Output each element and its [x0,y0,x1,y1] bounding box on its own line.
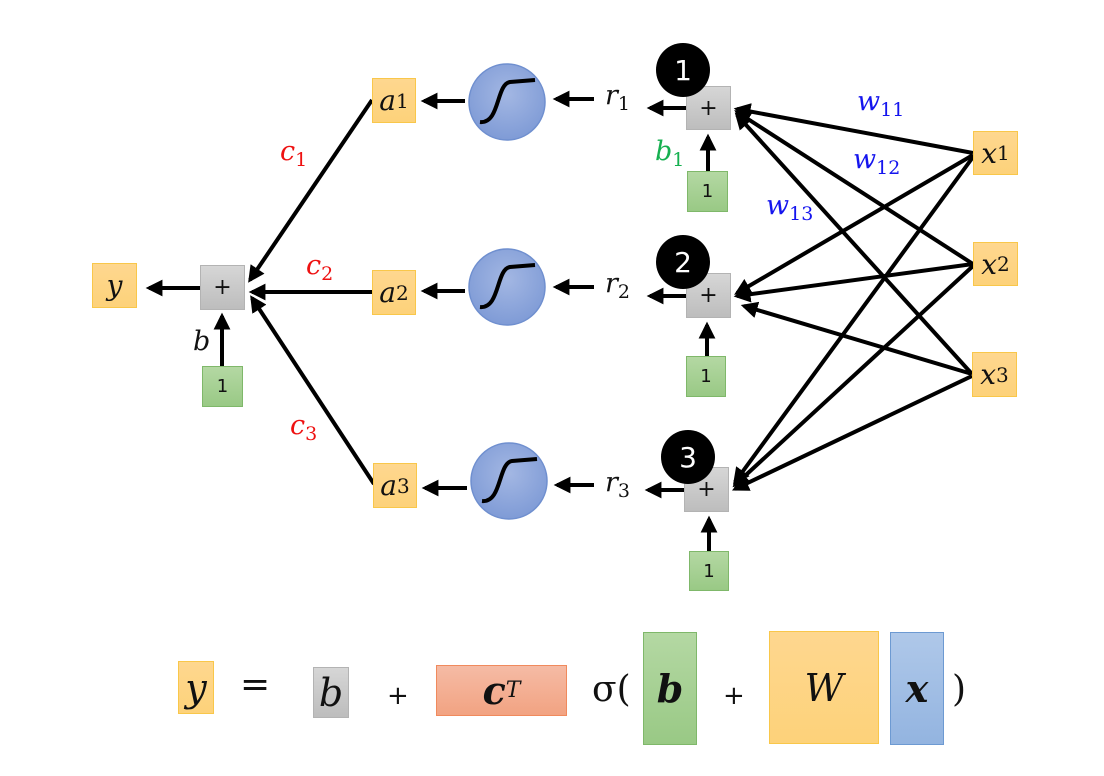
sum-r2-label: r2 [605,268,631,303]
equation-y-box: y [178,661,214,714]
output-bias-label: b [193,326,211,357]
weight-w13-label: w13 [766,190,814,225]
equation-x-vector-box: x [890,632,944,745]
edge-x2-to-sum2 [733,262,974,303]
edge-x2-to-sum1 [734,110,975,266]
sigmoid-icon [470,442,548,520]
hidden-sum-2-node: + [686,273,731,318]
output-sum-node: + [200,265,245,310]
weight-c1-label: c1 [280,136,308,171]
output-y-label: y [106,269,123,302]
edge-x3-to-sum1 [734,112,974,376]
hidden-bias-3-input: 1 [689,551,729,591]
equation-close-paren: ) [952,669,967,710]
weight-c3-label: c3 [290,410,318,445]
edge-x3-to-sum3 [731,374,973,491]
plus-symbol: + [213,275,232,300]
sigmoid-icon [468,63,546,141]
equation-b-scalar-box: b [313,667,349,718]
sigmoid-node-1 [468,63,546,141]
weight-w11-label: w11 [857,86,905,121]
hidden-bias-1-input: 1 [687,171,728,212]
sigmoid-icon [468,248,546,326]
output-bias-input: 1 [202,366,243,407]
sigmoid-node-2 [468,248,546,326]
edge-x3-to-sum2 [740,301,973,376]
equation-b-vector-box: b [643,632,697,745]
sigmoid-node-3 [470,442,548,520]
unit-badge-2: 2 [656,235,710,289]
bias-value: 1 [216,376,229,397]
edge-x1-to-sum1 [733,103,974,155]
equation-W-matrix-box: W [769,631,879,744]
sum-r1-label: r1 [605,80,631,115]
hidden-bias-2-input: 1 [686,356,726,397]
equation-plus-2: + [723,681,745,711]
edge-x1-to-sum2 [734,153,975,295]
edge-a3-to-sum [250,295,376,486]
edge-a1-to-sum [248,98,374,283]
edge-x1-to-sum3 [733,155,975,485]
equation-plus-1: + [387,681,409,711]
equation-sigma: σ( [592,669,631,710]
unit-badge-3: 3 [661,430,715,484]
bias-b1-label: b1 [655,136,685,171]
equation-equals: = [240,664,271,705]
edge-x2-to-sum3 [732,264,975,488]
output-y-node: y [92,263,137,308]
sum-r3-label: r3 [605,467,631,502]
weight-c2-label: c2 [306,250,334,285]
unit-badge-1: 1 [656,43,710,97]
weight-w12-label: w12 [853,144,901,179]
